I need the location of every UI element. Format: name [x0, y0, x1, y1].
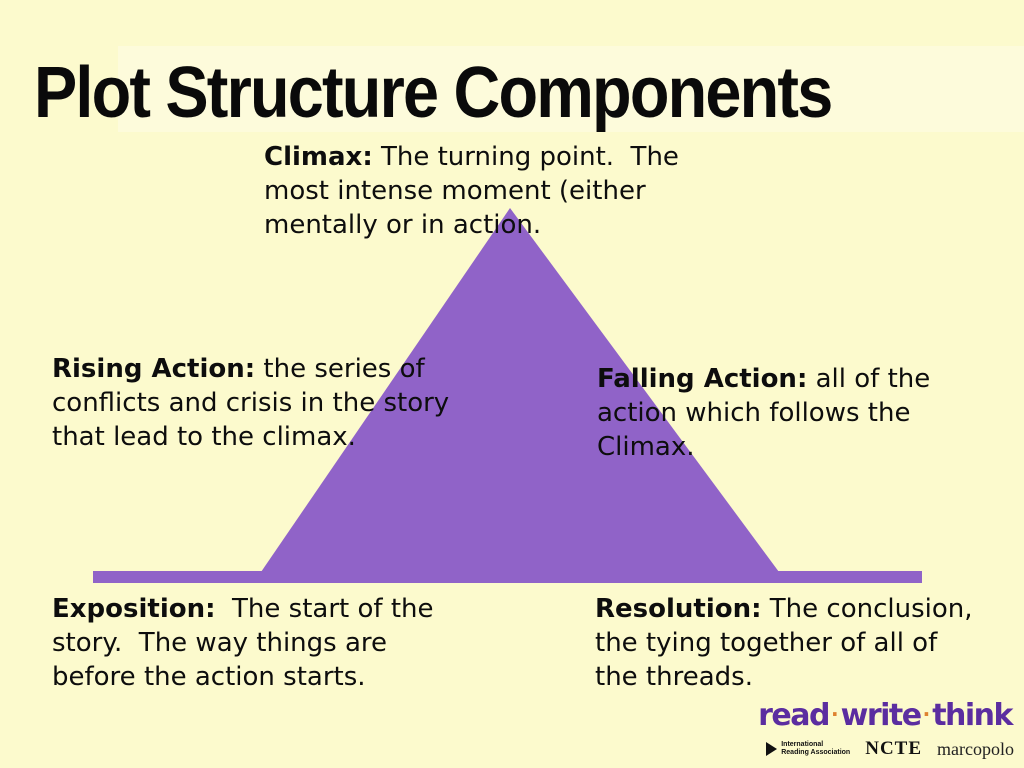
climax-line-1: The turning point. The — [372, 142, 679, 172]
ira-line-1: International — [781, 741, 824, 748]
ira-logo: International Reading Association — [766, 741, 850, 757]
climax-line-3: mentally or in action. — [264, 210, 542, 240]
resolution-line-2: the tying together of all of — [595, 628, 938, 658]
falling-line-1: all of the — [807, 364, 931, 394]
logo-separator-dot: · — [831, 702, 839, 726]
rwt-word-write: write — [840, 698, 922, 733]
pyramid-triangle — [261, 208, 779, 572]
exposition-line-1: The start of the — [215, 594, 434, 624]
resolution-line-1: The conclusion, — [761, 594, 973, 624]
partner-logos-row: International Reading Association NCTE m… — [766, 738, 1014, 760]
climax-label: Climax: — [264, 142, 373, 172]
exposition-text-block: Exposition: The start of the story. The … — [52, 592, 433, 694]
marcopolo-logo: marcopolo — [937, 738, 1014, 759]
exposition-label: Exposition: — [52, 594, 216, 624]
resolution-line-3: the threads. — [595, 662, 753, 692]
falling-line-2: action which follows the — [597, 398, 911, 428]
slide-title: Plot Structure Components — [34, 53, 833, 133]
resolution-label: Resolution: — [595, 594, 762, 624]
text-line: Rising Action: the series of — [52, 352, 449, 386]
rising-line-2: conflicts and crisis in the story — [52, 388, 450, 418]
falling-action-label: Falling Action: — [597, 364, 808, 394]
ira-reader-icon — [766, 742, 778, 756]
exposition-line-2: story. The way things are — [52, 628, 388, 658]
rwt-word-think: think — [932, 698, 1013, 733]
title-highlight-box — [118, 46, 1024, 132]
baseline-bar — [93, 571, 922, 583]
rising-line-3: that lead to the climax. — [52, 422, 356, 452]
ncte-logo: NCTE — [865, 738, 923, 759]
text-line: Exposition: The start of the — [52, 592, 433, 626]
rwt-word-read: read — [758, 698, 830, 733]
rising-action-label: Rising Action: — [52, 354, 256, 384]
resolution-text-block: Resolution: The conclusion, the tying to… — [595, 592, 973, 694]
text-line: Resolution: The conclusion, — [595, 592, 973, 626]
exposition-line-3: before the action starts. — [52, 662, 366, 692]
logo-separator-dot: · — [922, 702, 931, 726]
ira-logo-text: International Reading Association — [781, 741, 850, 757]
readwritethink-logo: read·write·think — [758, 698, 1013, 733]
climax-line-2: most intense moment (either — [264, 176, 646, 206]
falling-action-text-block: Falling Action: all of the action which … — [597, 362, 930, 464]
rising-action-text-block: Rising Action: the series of conflicts a… — [52, 352, 449, 454]
text-line: Falling Action: all of the — [597, 362, 930, 396]
text-line: Climax: The turning point. The — [264, 140, 679, 174]
climax-text-block: Climax: The turning point. The most inte… — [264, 140, 679, 242]
falling-line-3: Climax. — [597, 432, 695, 462]
rising-line-1: the series of — [255, 354, 425, 384]
ira-line-2: Reading Association — [781, 749, 851, 756]
